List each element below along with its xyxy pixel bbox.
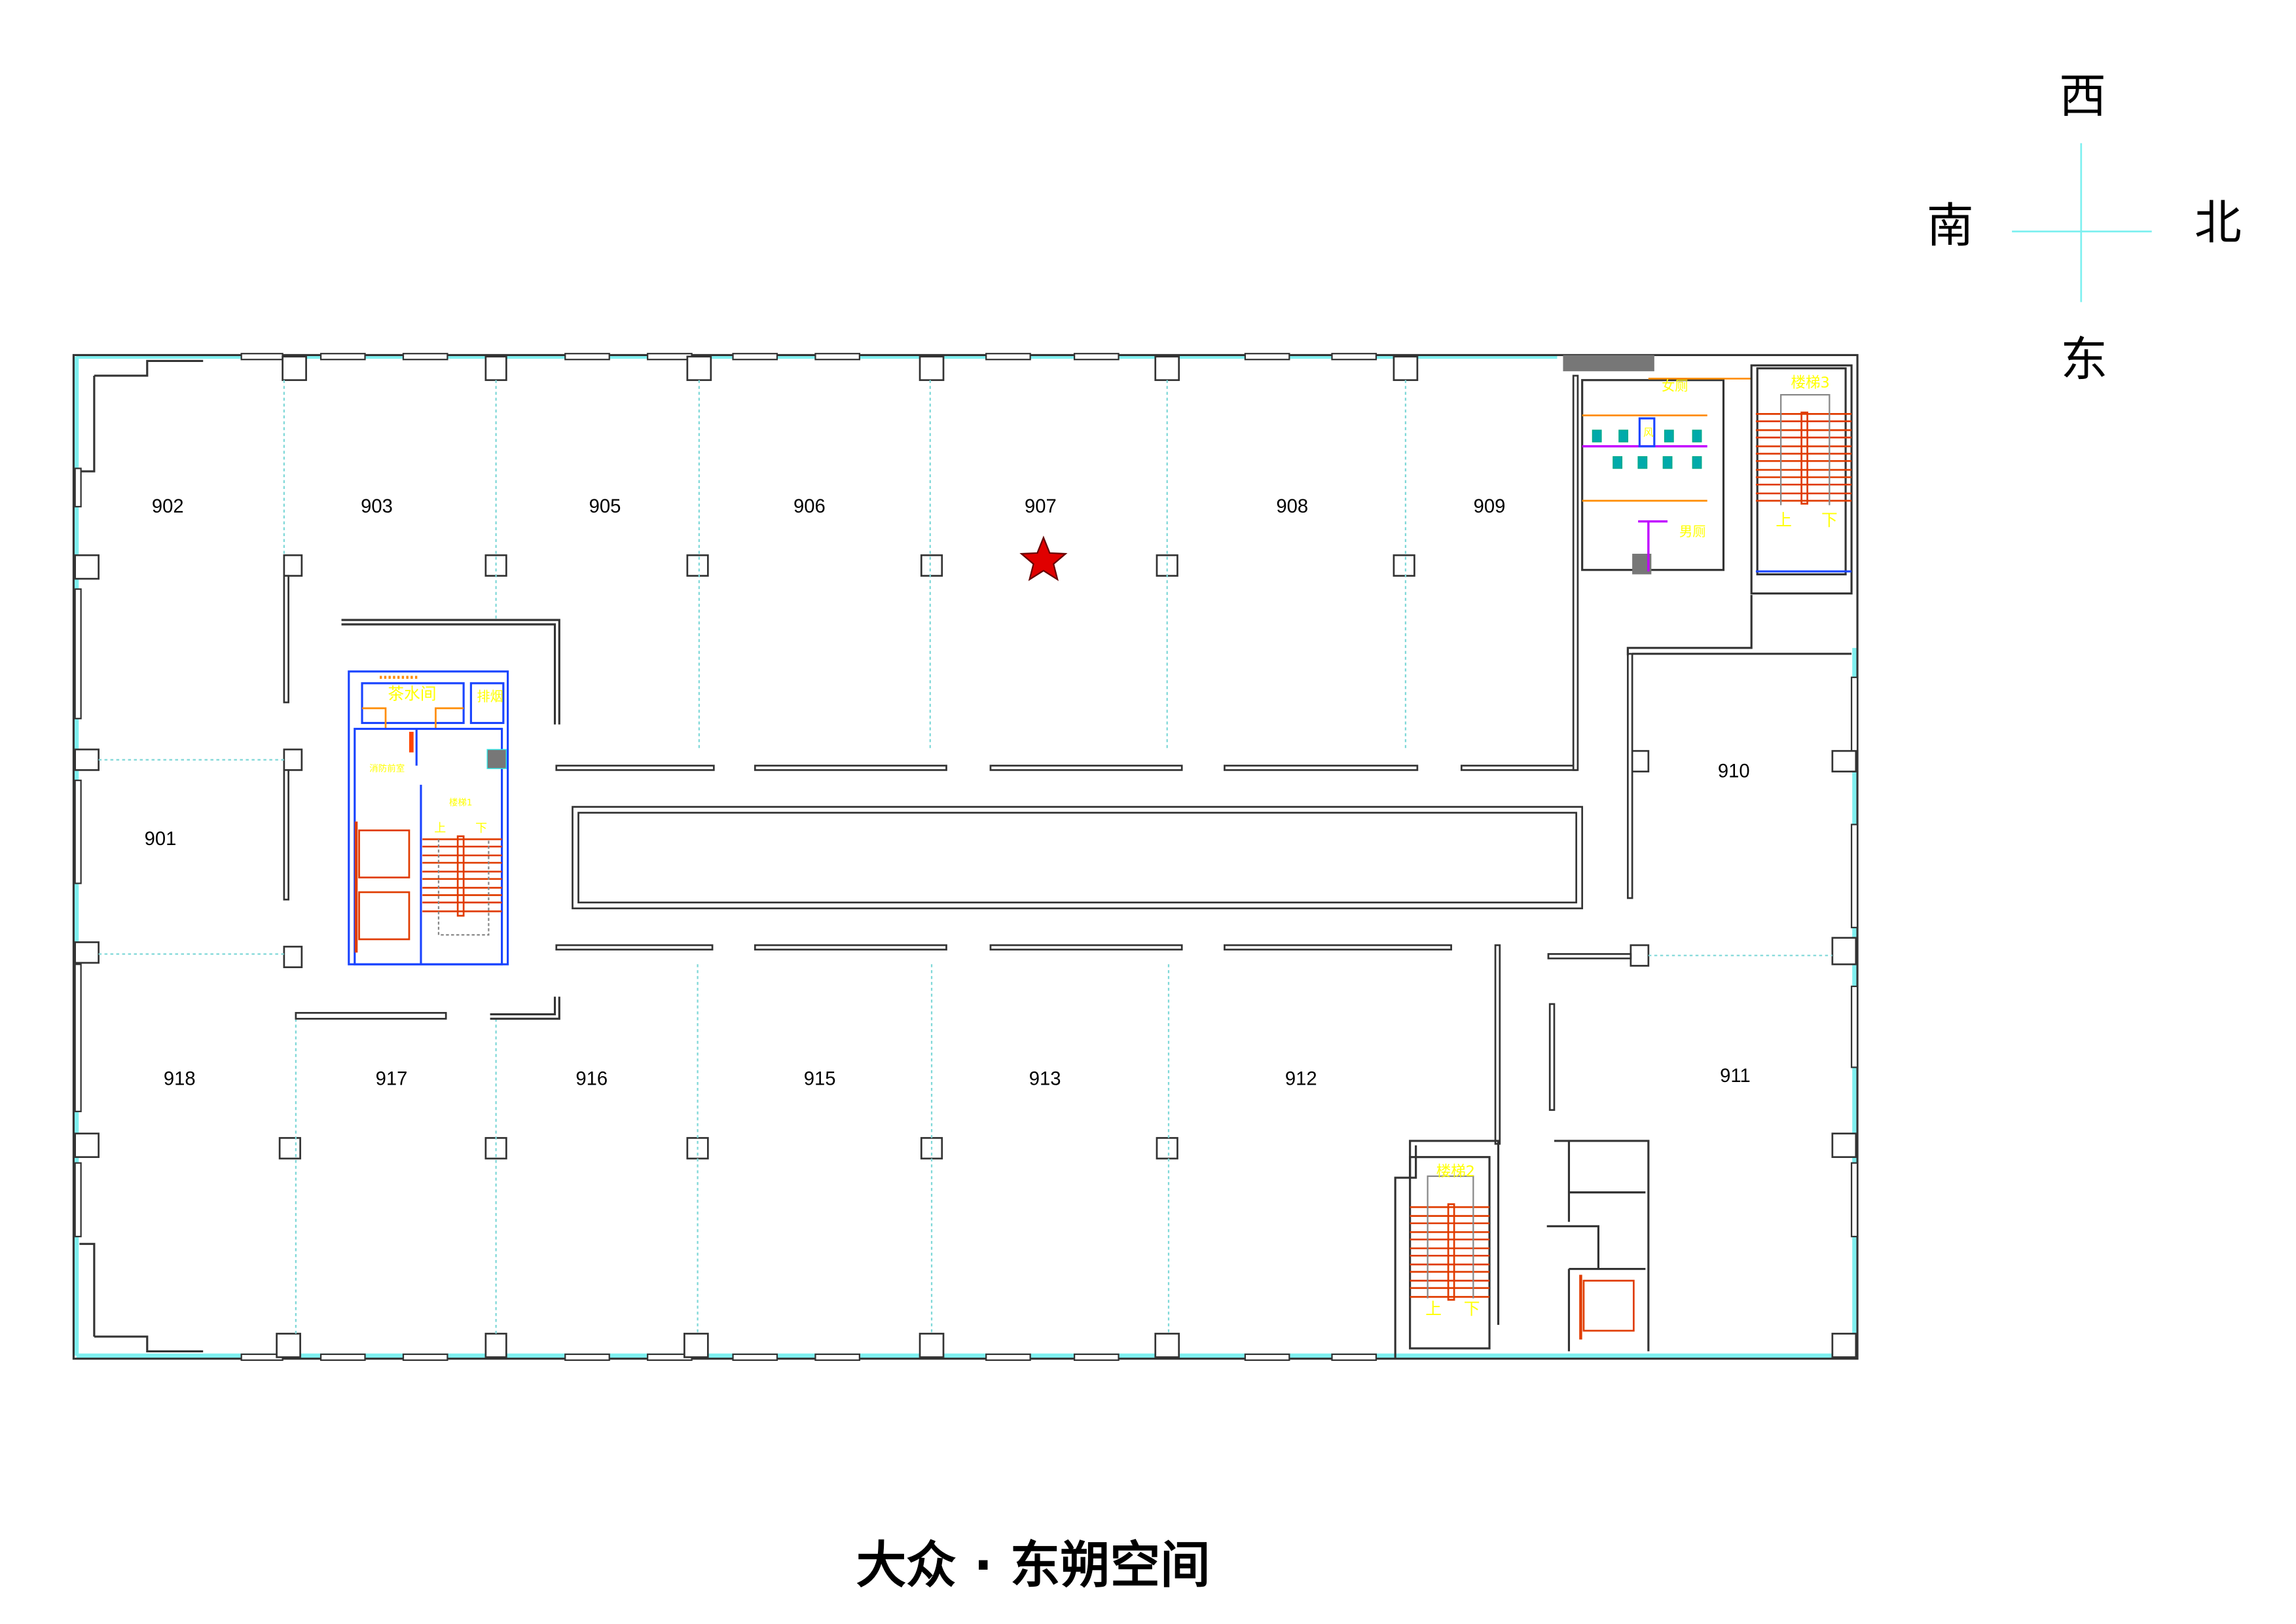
stair2-down: 下 [1464,1299,1480,1318]
stair2-up: 上 [1425,1299,1442,1318]
stair1-label: 楼梯1 [449,797,473,808]
room-908: 908 [1276,496,1308,517]
room-918: 918 [164,1069,196,1090]
room-911: 911 [1720,1066,1751,1087]
stair3-down: 下 [1821,511,1838,530]
compass-south: 南 [1927,198,1974,253]
columns [74,355,1857,1358]
room-906: 906 [793,496,826,517]
room-905: 905 [589,496,621,517]
men-restroom-label: 男厕 [1679,524,1705,539]
room-labels: 902 903 905 906 907 908 909 910 901 918 … [145,496,1751,1090]
current-location-star-icon[interactable] [1019,535,1068,581]
stair2-label: 楼梯2 [1436,1163,1475,1180]
smoke-exhaust-label: 排烟 [477,689,503,704]
core: 茶水间 排烟 消防前室 楼梯1 上 下 [348,670,509,965]
elevator-lobby-east [1546,1140,1650,1352]
plan-title: 大众 · 东朔空间 [856,1536,1211,1595]
room-916: 916 [575,1069,608,1090]
room-902: 902 [152,496,184,517]
stair2: 楼梯2 上 下 [1394,1140,1500,1359]
compass: 西 南 北 东 [1927,69,2242,387]
vent-label: 风 [1643,426,1654,439]
stair1-down: 下 [475,821,487,835]
room-915: 915 [804,1069,836,1090]
women-restroom-label: 女厕 [1662,378,1688,393]
tea-room-label: 茶水间 [388,685,436,704]
room-910: 910 [1718,761,1750,782]
fire-lobby-label: 消防前室 [369,763,405,774]
room-912: 912 [1285,1069,1317,1090]
room-901: 901 [145,829,177,850]
glass-partitions [98,380,1832,1334]
stair3: 楼梯3 上 下 [1750,364,1853,595]
compass-west: 西 [2059,69,2106,124]
stair1-up: 上 [434,821,446,835]
room-917: 917 [376,1069,408,1090]
stair1-steps [422,835,502,936]
stair3-label: 楼梯3 [1791,374,1830,391]
room-909: 909 [1474,496,1506,517]
room-903: 903 [361,496,393,517]
stair3-up: 上 [1776,511,1792,530]
room-907: 907 [1025,496,1057,517]
compass-east: 东 [2060,332,2107,387]
interior-walls [283,374,1852,1145]
room-913: 913 [1029,1069,1061,1090]
restrooms: 女厕 男厕 风 [1563,355,1752,575]
compass-north: 北 [2195,195,2242,250]
